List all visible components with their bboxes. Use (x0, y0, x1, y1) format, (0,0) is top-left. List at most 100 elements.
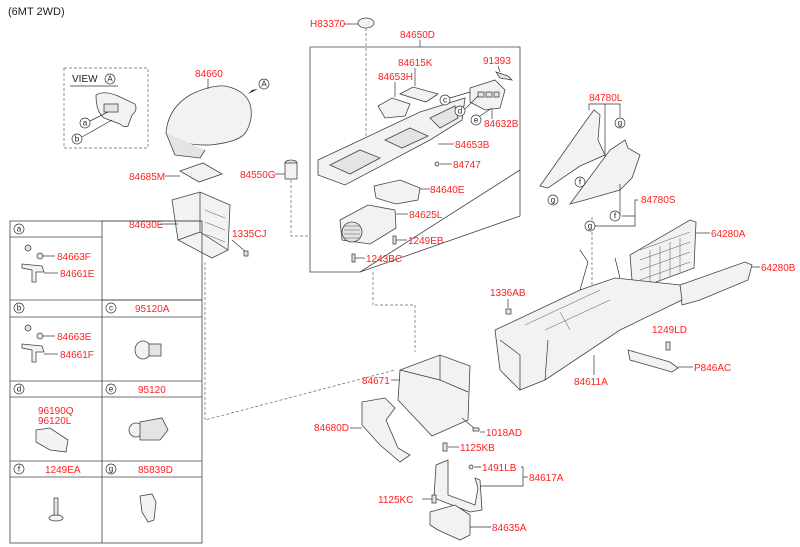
legend-cell-f: f 1249EA (13, 463, 81, 522)
bracket-84635A[interactable]: 84635A (429, 504, 527, 541)
console-upper-panel-84650D[interactable] (317, 97, 466, 186)
label-1335CJ: 1335CJ (232, 229, 266, 240)
pad-84685M[interactable]: 84685M (129, 162, 223, 183)
cover-64280B[interactable]: 64280B (679, 261, 796, 306)
screw-1243BC-icon (351, 253, 356, 263)
box-shape (171, 191, 231, 259)
legend-key-f (13, 463, 25, 475)
pad-shape (179, 162, 223, 183)
bracket-P846AC[interactable]: P846AC (627, 349, 731, 374)
label-84680D: 84680D (314, 423, 349, 434)
h83370-shape (357, 17, 375, 29)
svg-text:g: g (588, 222, 592, 231)
view-label: VIEW (72, 74, 98, 85)
rear-cover-84680D[interactable]: 84680D (314, 397, 411, 463)
shift-knob-84550G[interactable]: 84550G (240, 159, 298, 181)
label-84615K: 84615K (398, 58, 433, 69)
spring-icon (36, 252, 44, 260)
diagram-title: (6MT 2WD) (8, 6, 65, 18)
legend-key-g (105, 463, 117, 475)
view-a-inset: VIEW A a b (63, 67, 149, 149)
label-P846AC: P846AC (694, 363, 731, 374)
svg-text:g: g (109, 465, 113, 474)
legend-part-96190Q: 96190Q (38, 406, 74, 417)
label-1018AD: 1018AD (486, 428, 522, 439)
nut-1336AB-icon (505, 308, 512, 315)
cover-b-shape (679, 261, 753, 306)
svg-text:d: d (458, 107, 462, 116)
dashed-guide-knob (290, 180, 310, 237)
label-1249LD: 1249LD (652, 325, 687, 336)
bracket-84617A[interactable]: 1491LB 84617A (433, 459, 564, 513)
legend-part-84661E: 84661E (60, 269, 95, 280)
view-direction-arrow-icon (248, 89, 258, 94)
trim-84780S[interactable]: 84780S (568, 139, 676, 227)
svg-text:e: e (474, 116, 479, 125)
label-84630E: 84630E (129, 220, 164, 231)
label-1243BC: 1243BC (366, 254, 402, 265)
legend-cell-c: c 95120A (105, 302, 170, 360)
rear-box-84671[interactable]: 84671 (362, 354, 471, 437)
view-callout-b (71, 133, 83, 145)
legend-key-a (13, 223, 25, 235)
rear-box-shape (397, 354, 471, 437)
label-84780S: 84780S (641, 195, 676, 206)
screw-1249EB-icon (392, 235, 397, 245)
legend-cell-b: b 84663E 84661F (13, 302, 94, 363)
mat-a-shape (629, 219, 697, 289)
main-console-84611A[interactable]: 84611A (494, 249, 683, 391)
legend-part-96120L: 96120L (38, 416, 72, 427)
part-91393[interactable]: 91393 (483, 56, 514, 81)
usb-aux-jack-icon (35, 427, 69, 453)
trim-84780L[interactable]: 84780L (539, 93, 623, 189)
view-marker-circle (104, 73, 116, 85)
tray-84615K[interactable]: 84615K (398, 58, 439, 103)
label-84611A: 84611A (574, 377, 608, 388)
spring-icon (36, 332, 44, 340)
callout-g-3 (584, 220, 596, 232)
legend-part-85839D: 85839D (138, 465, 173, 476)
label-84635A: 84635A (492, 523, 527, 534)
part-H83370[interactable]: H83370 (310, 17, 375, 148)
svg-text:a: a (17, 225, 22, 234)
legend-table: a 84663F 84661E b 84663E 84661F c 95120A (9, 220, 203, 544)
label-84640E: 84640E (430, 185, 465, 196)
armrest-84660[interactable]: 84660 A (165, 69, 270, 159)
bracket-84617A-shape (433, 459, 483, 513)
clip-icon (139, 493, 157, 523)
legend-part-84663F: 84663F (57, 252, 91, 263)
svg-text:A: A (261, 80, 267, 89)
legend-cell-a: a 84663F 84661E (13, 223, 95, 283)
legend-key-c (105, 302, 117, 314)
label-1125KC: 1125KC (378, 495, 413, 506)
callout-c (439, 94, 451, 106)
label-84685M: 84685M (129, 172, 165, 183)
switch-panel-84632B[interactable]: 84632B (469, 79, 519, 130)
svg-text:f: f (579, 178, 582, 187)
legend-part-84663E: 84663E (57, 332, 92, 343)
svg-text:a: a (83, 119, 88, 128)
legend-part-84661F: 84661F (60, 350, 94, 361)
legend-key-b (13, 302, 25, 314)
svg-text:g: g (618, 119, 622, 128)
tray-84653H[interactable]: 84653H (377, 72, 413, 119)
cup-holder-84625L[interactable]: 84625L (339, 204, 443, 245)
label-H83370: H83370 (310, 19, 345, 30)
clip-84747-icon (434, 161, 440, 167)
svg-text:c: c (109, 304, 113, 313)
boot-shape (373, 179, 421, 205)
view-marker-text: A (107, 75, 113, 84)
storage-box-84630E[interactable]: 84630E 1335CJ (129, 191, 266, 259)
console-group-frame (309, 46, 521, 273)
legend-key-e (105, 383, 117, 395)
screw-1125KC-icon (431, 494, 437, 504)
screw-1125KB-icon (442, 442, 448, 452)
label-64280B: 64280B (761, 263, 796, 274)
callouts-fg: g f g f g (547, 117, 626, 232)
callout-d (454, 105, 466, 117)
svg-text:f: f (18, 465, 21, 474)
screw-1018AD-icon (472, 427, 480, 432)
shift-boot-84640E[interactable]: 84640E (373, 179, 465, 205)
latch-icon (21, 343, 45, 363)
label-84660: 84660 (195, 69, 223, 80)
